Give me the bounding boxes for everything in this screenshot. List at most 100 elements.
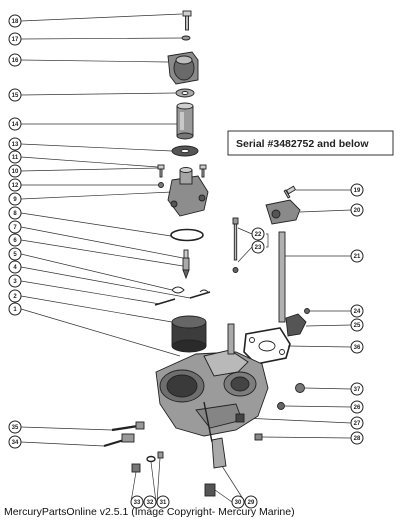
leader-line-32 [150, 461, 157, 503]
serial-note: Serial #3482752 and below [227, 130, 394, 156]
callout-circle [350, 340, 364, 354]
callout-circle [8, 220, 22, 234]
part-20-fitting [265, 199, 301, 225]
callout-markers: 1817161514131110129876543211920222321242… [8, 14, 364, 509]
callout-number: 21 [354, 254, 361, 260]
callout-circle [244, 495, 258, 509]
callout-circle [231, 495, 245, 509]
callout-number: 32 [147, 500, 154, 506]
leader-line-23 [237, 246, 253, 263]
callout-number: 12 [12, 183, 19, 189]
callout-circle [350, 416, 364, 430]
callout-35: 35 [8, 420, 22, 434]
leader-line-2 [20, 295, 173, 323]
leader-line-29 [221, 465, 246, 503]
callout-29: 29 [244, 495, 258, 509]
callout-circle [8, 88, 22, 102]
callout-number: 18 [12, 19, 19, 25]
part-1-float [171, 315, 207, 353]
part-33-plug [131, 463, 141, 473]
footer-caption: MercuryPartsOnline v2.5.1 (Image Copyrig… [4, 506, 295, 518]
callout-circle [8, 289, 22, 303]
callout-11: 11 [8, 150, 22, 164]
part-3-float-pin [154, 298, 176, 306]
callout-14: 14 [8, 117, 22, 131]
callout-number: 34 [12, 440, 19, 446]
callout-number: 37 [354, 387, 361, 393]
part-32-washer [146, 455, 156, 463]
callout-36: 36 [350, 340, 364, 354]
callout-circle [350, 318, 364, 332]
callout-number: 22 [255, 232, 262, 238]
leader-line-36 [287, 345, 352, 348]
footer-app: MercuryPartsOnline v2.5.1 [4, 506, 129, 518]
part-12-washer [158, 182, 164, 188]
part-35-needle [111, 421, 145, 432]
callout-number: 36 [354, 345, 361, 351]
leader-line-3 [20, 280, 161, 305]
callout-circle [8, 260, 22, 274]
part-22-23-tube [232, 217, 239, 273]
callout-number: 27 [354, 421, 361, 427]
callout-number: 1 [13, 307, 17, 313]
callout-9: 9 [8, 192, 22, 206]
part-26-plug [277, 402, 285, 410]
part-5-clip [171, 286, 185, 294]
part-27-jet [235, 413, 245, 423]
callout-circle [130, 495, 144, 509]
callout-circle [350, 249, 364, 263]
part-17-washer [181, 35, 191, 41]
leader-line-34 [20, 441, 105, 447]
callout-number: 5 [13, 252, 17, 258]
footer-copyright: (Image Copyright- Mercury Marine) [131, 506, 295, 518]
callout-number: 4 [13, 265, 17, 271]
callout-18: 18 [8, 14, 22, 28]
callout-25: 25 [350, 318, 364, 332]
callout-circle [8, 247, 22, 261]
callout-28: 28 [350, 431, 364, 445]
callout-circle [350, 382, 364, 396]
leader-line-30 [214, 489, 233, 503]
callout-circle [8, 274, 22, 288]
callout-number: 35 [12, 425, 19, 431]
callout-number: 31 [160, 500, 167, 506]
callout-21: 21 [350, 249, 364, 263]
callout-circle [143, 495, 157, 509]
part-36-gasket [243, 327, 291, 365]
callout-circle [8, 14, 22, 28]
callout-number: 25 [354, 323, 361, 329]
callout-number: 26 [354, 405, 361, 411]
callout-circle [8, 420, 22, 434]
part-18-screw [182, 10, 192, 31]
callout-27: 27 [350, 416, 364, 430]
part-19-screw [283, 185, 297, 199]
callout-circle [8, 32, 22, 46]
callout-number: 7 [13, 225, 17, 231]
serial-note-text: Serial #3482752 and below [236, 138, 369, 150]
callout-number: 19 [354, 188, 361, 194]
callout-20: 20 [350, 203, 364, 217]
callout-12: 12 [8, 178, 22, 192]
leader-line-20 [299, 209, 352, 213]
part-31-screw [157, 451, 164, 459]
leader-line-9 [20, 191, 173, 200]
part-8-gasket [170, 228, 204, 242]
part-28-plug [254, 433, 263, 441]
part-4-pin [189, 291, 211, 299]
callout-circle [251, 240, 265, 254]
callout-7: 7 [8, 220, 22, 234]
leader-line-17 [20, 37, 183, 40]
callout-19: 19 [350, 183, 364, 197]
callout-number: 23 [255, 245, 262, 251]
callout-2: 2 [8, 289, 22, 303]
part-14-cylinder [176, 102, 194, 140]
callout-number: 30 [235, 500, 242, 506]
callout-circle [8, 233, 22, 247]
leader-line-33 [130, 471, 137, 503]
callout-1: 1 [8, 302, 22, 316]
callout-22: 22 [251, 227, 265, 241]
callout-5: 5 [8, 247, 22, 261]
callout-number: 15 [12, 93, 19, 99]
leader-line-4 [20, 266, 191, 299]
